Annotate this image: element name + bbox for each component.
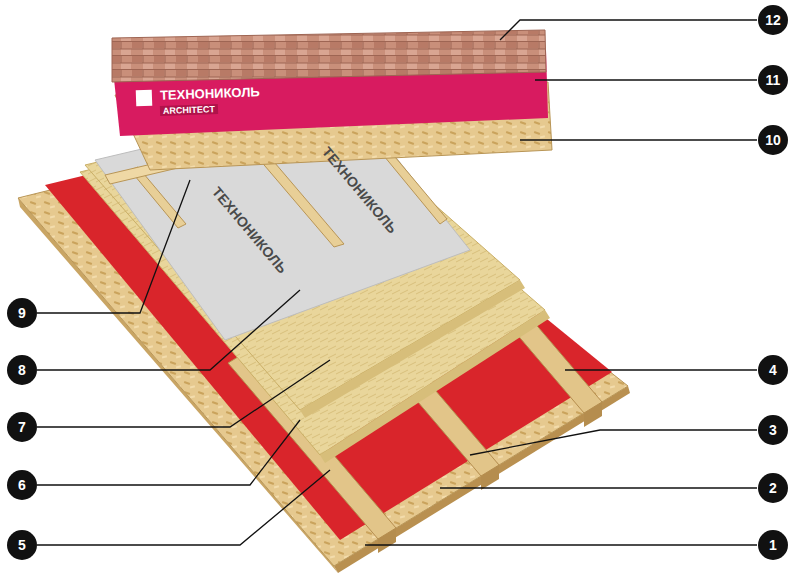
callout-number: 4 — [758, 355, 788, 385]
callout-number: 10 — [758, 125, 788, 155]
callout-number: 12 — [758, 5, 788, 35]
callout-number: 11 — [758, 65, 788, 95]
product-text: ARCHITECT — [160, 104, 218, 116]
callout-number: 1 — [758, 530, 788, 560]
callout-number: 5 — [7, 530, 37, 560]
callout-number: 3 — [758, 415, 788, 445]
callout-number: 9 — [7, 298, 37, 328]
callout-number: 7 — [7, 412, 37, 442]
callout-number: 2 — [758, 473, 788, 503]
callout-number: 8 — [7, 355, 37, 385]
callout-number: 6 — [7, 470, 37, 500]
